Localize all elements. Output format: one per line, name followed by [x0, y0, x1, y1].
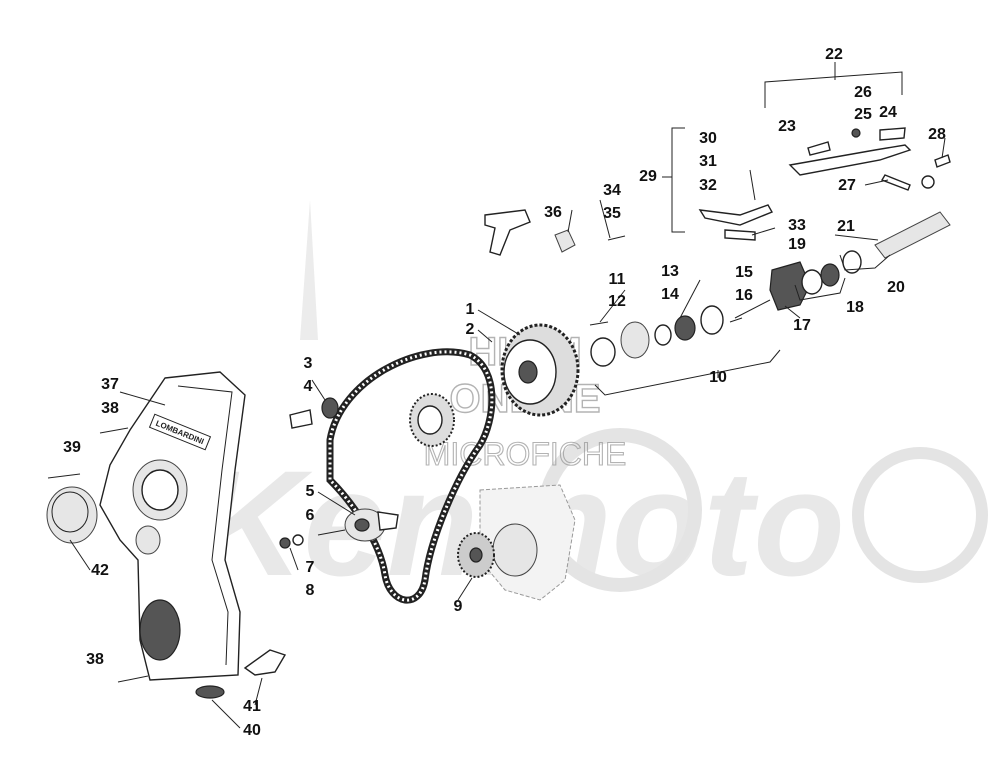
callout-20: 20	[887, 279, 905, 296]
cover-bolts	[47, 427, 149, 683]
callout-39: 39	[63, 439, 81, 456]
callout-23: 23	[778, 118, 796, 135]
callout-9: 9	[454, 598, 463, 615]
callout-33: 33	[788, 217, 806, 234]
belt-tensioner	[279, 508, 399, 549]
drive-coupling-assembly	[769, 211, 951, 311]
callout-28: 28	[928, 126, 946, 143]
callout-6: 6	[306, 507, 315, 524]
callout-10: 10	[709, 369, 727, 386]
callout-35: 35	[603, 205, 621, 222]
seal-and-bracket	[195, 649, 287, 699]
callout-7: 7	[306, 559, 315, 576]
callout-37: 37	[101, 376, 119, 393]
callout-15: 15	[735, 264, 753, 281]
callout-8: 8	[306, 582, 315, 599]
crank-pulley-and-housing	[457, 484, 576, 601]
callout-36: 36	[544, 204, 562, 221]
callout-24: 24	[879, 104, 897, 121]
callout-4: 4	[304, 378, 313, 395]
callout-31: 31	[699, 153, 717, 170]
timing-belt	[326, 348, 496, 604]
callout-2: 2	[466, 321, 475, 338]
callout-29: 29	[639, 168, 657, 185]
cover-cap	[46, 486, 98, 544]
leader-lines	[69, 137, 946, 729]
callout-41: 41	[243, 698, 261, 715]
callout-38-top: 38	[101, 400, 119, 417]
callout-3: 3	[304, 355, 313, 372]
governor-lever	[698, 169, 774, 241]
callout-22: 22	[825, 46, 843, 63]
callout-26: 26	[854, 84, 872, 101]
watermark-line-3: MICROFICHE	[424, 436, 627, 472]
callout-38-bottom: 38	[86, 651, 104, 668]
solenoid-and-bracket	[484, 209, 626, 256]
callout-21: 21	[837, 218, 855, 235]
bolt-and-washer	[289, 397, 339, 429]
callout-5: 5	[306, 483, 315, 500]
callout-17: 17	[793, 317, 811, 334]
callout-16: 16	[735, 287, 753, 304]
callout-42: 42	[91, 562, 109, 579]
callout-25: 25	[854, 106, 872, 123]
timing-belt-cover: LOMBARDINI	[99, 371, 246, 681]
callout-18: 18	[846, 299, 864, 316]
throttle-linkage	[788, 127, 951, 191]
callout-34: 34	[603, 182, 621, 199]
callout-11: 11	[609, 271, 626, 288]
camshaft-seal-stack	[589, 305, 743, 367]
idler-pulley	[409, 393, 455, 447]
cam-pulley	[500, 323, 580, 417]
callout-19: 19	[788, 236, 806, 253]
callout-1: 1	[466, 301, 475, 318]
callout-27: 27	[838, 177, 856, 194]
callout-14: 14	[661, 286, 679, 303]
callout-30: 30	[699, 130, 717, 147]
callout-13: 13	[661, 263, 679, 280]
callout-12: 12	[608, 293, 626, 310]
callout-40: 40	[243, 722, 261, 739]
group-brackets	[594, 62, 903, 396]
callout-labels: 1 2 3 4 5 6 7 8 9 10 11 12 13 14 15 16 1…	[63, 46, 946, 739]
callout-32: 32	[699, 177, 717, 194]
